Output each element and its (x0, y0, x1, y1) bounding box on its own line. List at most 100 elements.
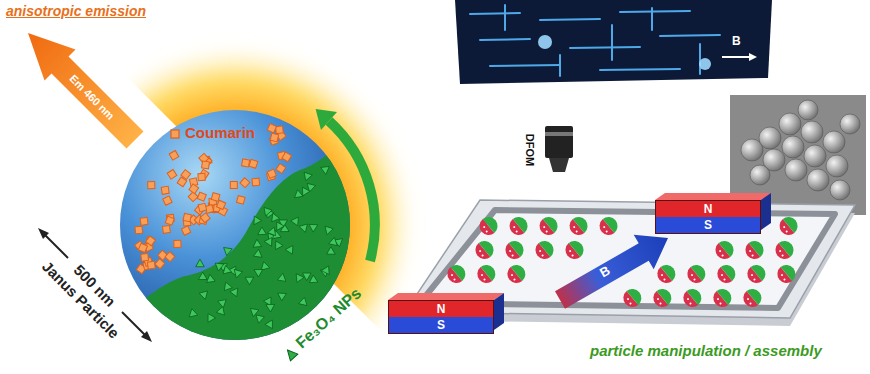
fluorescence-micrograph (749, 53, 757, 61)
fluorescence-micrograph (651, 8, 653, 30)
magnetite-triangle (254, 216, 262, 225)
janus-particle-symbol (571, 254, 574, 257)
janus-particle-symbol (596, 213, 621, 238)
sem-image (807, 169, 829, 191)
coumarin-square (270, 133, 278, 141)
janus-particle-symbol (747, 285, 765, 305)
janus-particle-symbol (654, 261, 679, 286)
magnetite-triangle (258, 227, 267, 235)
magnetite-triangle (277, 273, 286, 281)
magnetite-triangle (234, 269, 242, 277)
janus-particle-symbol (723, 278, 726, 281)
magnetite-triangle (224, 248, 233, 256)
janus-particle-symbol (721, 274, 724, 277)
janus-particle-symbol (744, 261, 769, 286)
janus-particle-symbol (479, 250, 482, 253)
magnetite-triangle (199, 291, 207, 299)
magnet-pole: N (656, 201, 760, 217)
janus-particle-symbol (627, 285, 645, 305)
magnetite-triangle (325, 226, 333, 235)
field-arrow (555, 235, 668, 309)
size-arrow (38, 228, 152, 342)
magnetite-triangle (278, 293, 287, 301)
janus-particle-symbol (506, 213, 531, 238)
magnetite-triangle (327, 247, 336, 255)
sem-image (826, 155, 848, 177)
janus-particle-symbol (774, 261, 799, 286)
coumarin-square (181, 226, 190, 235)
janus-particle-symbol (511, 274, 514, 277)
magnetite-triangle (264, 207, 272, 216)
janus-particle-symbol (620, 285, 645, 310)
magnetite-triangle (266, 304, 275, 312)
janus-particle-symbol (444, 261, 469, 286)
fluorescence-micrograph (699, 44, 701, 74)
janus-particle-symbol (663, 278, 666, 281)
janus-particle-symbol (740, 285, 765, 310)
fluorescence-micrograph (504, 5, 506, 30)
sem-image (779, 113, 801, 135)
sem-image (830, 180, 850, 200)
janus-particle-symbol (451, 261, 469, 281)
sem-image (741, 100, 860, 200)
janus-particle-symbol (453, 278, 456, 281)
sem-image (750, 165, 770, 185)
coumarin-square (230, 182, 237, 189)
coumarin-square (188, 192, 198, 202)
magnetite-triangle (218, 300, 227, 308)
fluorescence-micrograph (455, 0, 772, 84)
janus-particle-symbol (785, 230, 788, 233)
magnetite-triangle (264, 238, 272, 247)
fluorescence-micrograph (455, 0, 772, 84)
janus-particle-symbol (545, 230, 548, 233)
coumarin-square (202, 161, 210, 169)
janus-particle-symbol (776, 213, 801, 238)
magnet-depth (761, 193, 771, 230)
fluorescence-micrograph (600, 69, 680, 70)
coumarin-square (146, 236, 156, 246)
janus-particle-symbol (691, 261, 709, 281)
janus-particle-symbol (687, 298, 690, 301)
janus-particle-symbol (751, 254, 754, 257)
janus-particle-symbol (515, 230, 518, 233)
sem-image (759, 127, 781, 149)
coumarin-square (167, 169, 177, 179)
coumarin-square (141, 253, 149, 261)
coumarin-square (162, 225, 170, 233)
janus-particle-symbol (751, 274, 754, 277)
bar-magnet: NS (388, 300, 494, 334)
magnetite-triangle (321, 167, 330, 175)
fluorescence-micrograph (470, 13, 520, 14)
magnetite-triangle (321, 266, 329, 275)
coumarin-square (135, 124, 292, 274)
janus-particle-symbol (562, 237, 587, 262)
objective-lens (545, 132, 573, 136)
magnetite-triangle (198, 272, 207, 280)
fluorescence-micrograph (470, 5, 720, 76)
coumarin-square (198, 173, 205, 180)
janus-particle-symbol (779, 250, 782, 253)
coumarin-square (148, 182, 155, 189)
magnet-depth (494, 293, 504, 330)
coumarin-square (138, 243, 147, 252)
fluorescence-micrograph (538, 35, 552, 49)
wavelength-label: Em 460 nm (67, 72, 117, 122)
janus-particle-symbol (751, 261, 769, 281)
janus-particle-symbol (603, 213, 621, 233)
magnetite-triangle (291, 217, 299, 226)
coumarin-square (252, 178, 260, 186)
magnetite-triangle (261, 262, 269, 270)
magnetite-triangle (208, 314, 216, 323)
emission-arrow (28, 33, 144, 149)
magnetite-triangle (196, 259, 205, 267)
sem-image (798, 100, 818, 120)
janus-particle-symbol (783, 213, 801, 233)
magnetite-triangle (303, 273, 312, 281)
janus-particle-symbol (485, 230, 488, 233)
janus-particle-symbol (661, 274, 664, 277)
heading-label-box: anisotropic emission (6, 3, 146, 19)
janus-particle-symbol (749, 250, 752, 253)
pole-letter: S (437, 318, 445, 332)
janus-particle-symbol (605, 230, 608, 233)
